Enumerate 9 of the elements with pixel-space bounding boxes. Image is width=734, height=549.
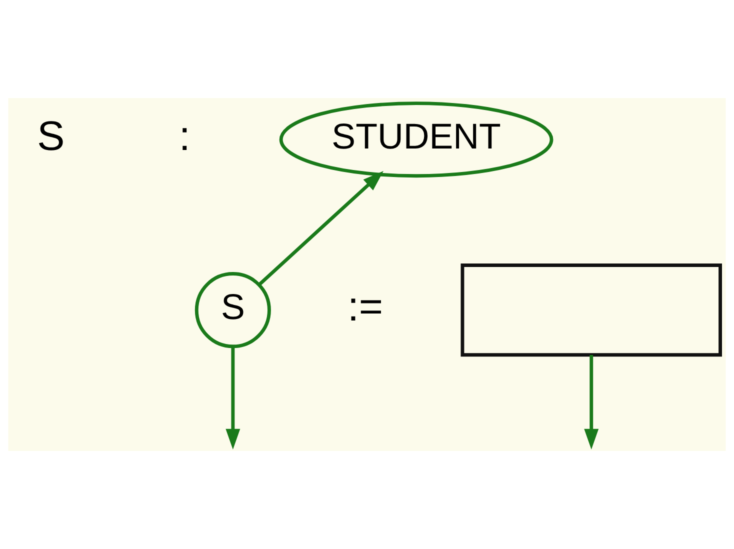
arrow <box>226 346 240 450</box>
arrow <box>258 170 384 286</box>
label: := <box>347 283 384 330</box>
node-ellipse: STUDENT <box>279 102 554 178</box>
node-circle: S <box>194 272 271 348</box>
node-box <box>460 264 722 357</box>
label: : <box>178 112 190 159</box>
label: S <box>37 112 65 159</box>
arrow <box>584 355 599 450</box>
